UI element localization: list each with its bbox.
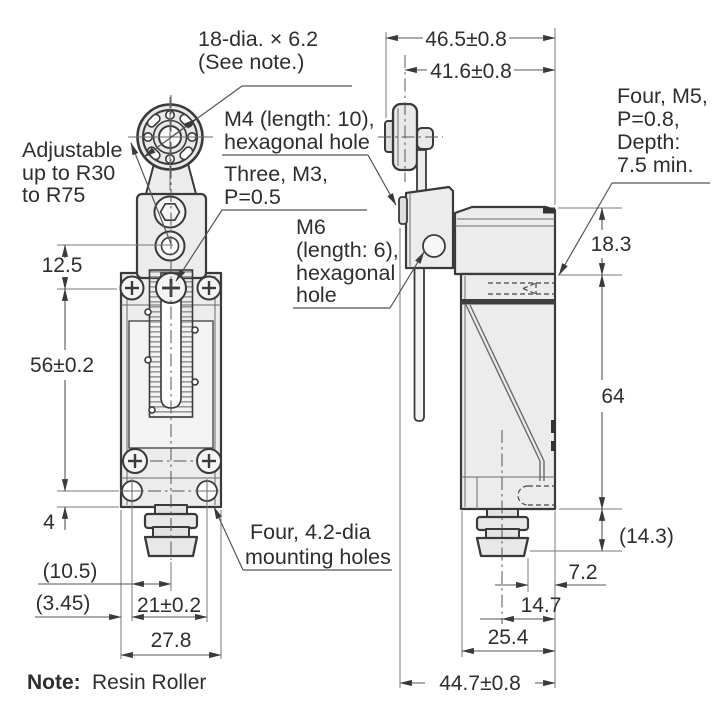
callout-adjustable-line2: up to R30: [22, 161, 115, 185]
hex-socket-screw: [159, 203, 181, 221]
callout-m6-line3: hexagonal: [296, 261, 395, 285]
callout-adjustable-line1: Adjustable: [22, 138, 122, 162]
dim-18-3: 18.3: [591, 233, 632, 256]
front-dimensions: 12.5 56±0.2 4 (10.5) (3.45) 21±0.2 27.8: [30, 244, 222, 659]
callout-m6-line2: (length: 6),: [296, 238, 399, 262]
dim-14-7: 14.7: [521, 594, 562, 617]
callout-m4-line1: M4 (length: 10),: [224, 107, 375, 131]
callout-roller-dia-line2: (See note.): [198, 50, 304, 74]
dim-7-2: 7.2: [568, 561, 597, 584]
dim-21: 21±0.2: [137, 594, 201, 617]
callout-m6-line4: hole: [296, 283, 337, 307]
dim-44-7: 44.7±0.8: [439, 672, 521, 695]
callout-mounting-line2: mounting holes: [245, 545, 391, 569]
side-lever-arm: [416, 149, 427, 195]
conduit-hidden-line: [517, 485, 529, 506]
dim-10-5: (10.5): [43, 560, 98, 583]
m4-hole-boss: [398, 196, 408, 225]
callout-m5-line3: Depth:: [617, 130, 680, 154]
side-body-main: [459, 272, 557, 511]
dim-56: 56±0.2: [30, 354, 94, 377]
m6-hexagonal-hole: [422, 234, 446, 258]
dim-12-5: 12.5: [42, 254, 83, 277]
dim-3-45: (3.45): [36, 592, 91, 615]
callout-labels: 18-dia. × 6.2 (See note.) Adjustable up …: [22, 27, 710, 571]
callout-m5-line2: P=0.8,: [617, 107, 680, 131]
callout-m5-line4: 7.5 min.: [617, 153, 693, 177]
side-roller-pin: [416, 127, 434, 150]
side-dimensions: 46.5±0.8 41.6±0.8 18.3 64 (14.3) 7.2 14.…: [385, 28, 674, 695]
callout-m3-line2: P=0.5: [224, 185, 281, 209]
note: Note: Resin Roller: [27, 671, 206, 694]
side-view: [378, 55, 557, 624]
side-body-top: [453, 205, 557, 276]
callout-adjustable-line3: to R75: [22, 183, 85, 207]
dim-41-6: 41.6±0.8: [430, 60, 512, 83]
dim-14-3: (14.3): [619, 525, 674, 548]
callout-mounting-line1: Four, 4.2-dia: [250, 520, 371, 544]
cover-mark: [543, 207, 555, 214]
callout-m3-line1: Three, M3,: [224, 162, 328, 186]
dim-46-5: 46.5±0.8: [425, 28, 507, 51]
m5-hidden-thread: [522, 282, 537, 295]
callout-roller-dia-line1: 18-dia. × 6.2: [198, 27, 318, 51]
dim-64: 64: [601, 385, 625, 408]
dim-25-4: 25.4: [488, 626, 529, 649]
callout-m6-line1: M6: [296, 215, 326, 239]
note-prefix: Note:: [27, 671, 81, 694]
callout-m4-line2: hexagonal hole: [224, 130, 370, 154]
note-text: Resin Roller: [92, 671, 206, 694]
dim-4: 4: [43, 511, 55, 534]
dim-27-8: 27.8: [151, 629, 192, 652]
callout-m5-line1: Four, M5,: [617, 84, 708, 108]
front-view: [119, 95, 223, 560]
side-head: [398, 185, 455, 270]
